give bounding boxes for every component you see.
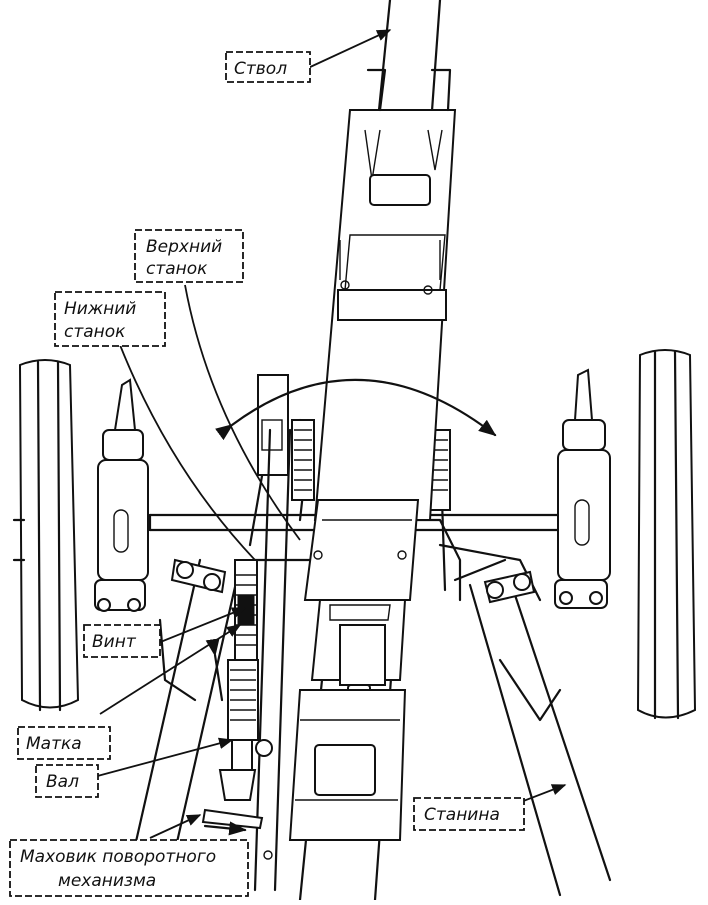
traverse-arc-arrow <box>215 378 497 441</box>
label-nizhniy-line2: станок <box>64 322 126 342</box>
label-makhovik: Маховик поворотного механизма <box>9 839 249 897</box>
left-traverse-link <box>170 558 227 594</box>
label-vint: Винт <box>83 624 161 658</box>
label-stanina: Станина <box>413 797 525 831</box>
trail-legs <box>123 558 612 897</box>
label-makhovik-line2: механизма <box>58 871 156 891</box>
leader-lines <box>89 29 567 839</box>
label-verkhniy-line1: Верхний <box>146 237 222 257</box>
label-vint-text: Винт <box>92 632 137 652</box>
label-verkhniy-line2: станок <box>146 259 208 279</box>
right-hub <box>554 368 611 609</box>
left-wheel <box>12 359 80 712</box>
barrel-assembly <box>253 0 457 902</box>
label-matka: Матка <box>17 726 111 760</box>
label-nizhniy-line1: Нижний <box>64 299 136 319</box>
label-nizhniy-stanok: Нижний станок <box>54 291 166 347</box>
label-makhovik-line1: Маховик поворотного <box>20 847 216 867</box>
label-stanina-text: Станина <box>424 805 500 825</box>
label-verkhniy-stanok: Верхний станок <box>134 229 244 283</box>
right-wheel <box>636 349 697 720</box>
right-traverse-link <box>483 570 536 604</box>
label-matka-text: Матка <box>26 734 82 754</box>
left-hub <box>94 378 149 612</box>
label-stvol: Ствол <box>225 51 311 83</box>
label-val-text: Вал <box>46 772 79 792</box>
label-val: Вал <box>35 764 99 798</box>
label-stvol-text: Ствол <box>234 59 287 79</box>
